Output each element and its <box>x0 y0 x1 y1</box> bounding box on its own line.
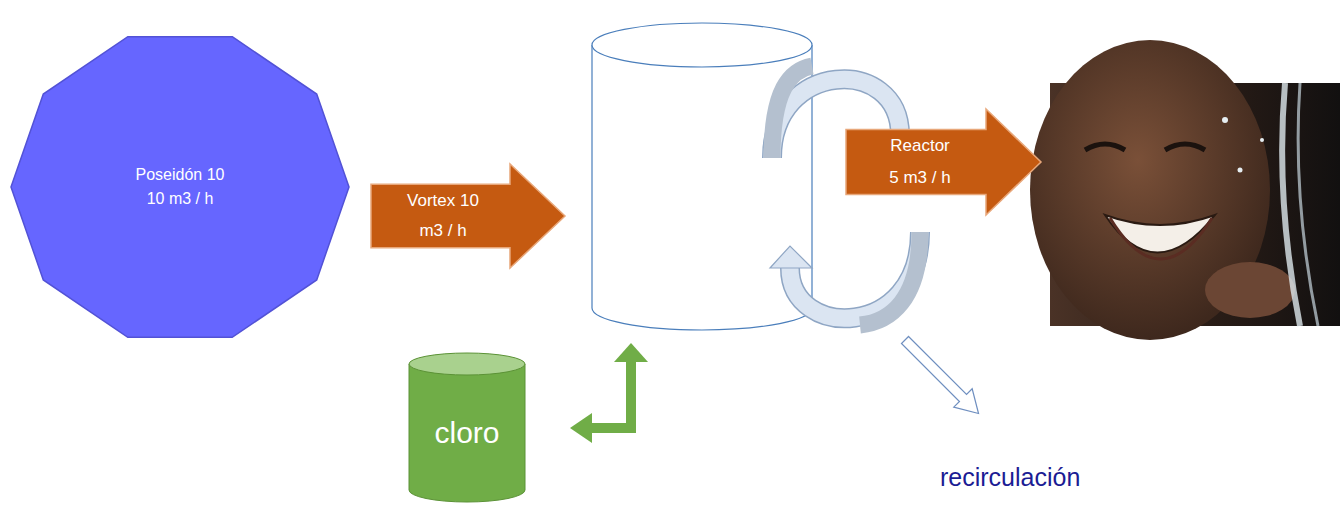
node-text: Reactor 5 m3 / h <box>884 130 956 194</box>
chlorine-feed-arrow <box>570 343 648 443</box>
flow-arrow: Reactor 5 m3 / h <box>845 108 1042 216</box>
text-area: Reactor 5 m3 / h <box>855 108 985 216</box>
flow-arrow: Vortex 10 m3 / h <box>370 163 566 269</box>
chlorine-tank: cloro <box>408 352 526 502</box>
text-area: Poseidón 1010 m3 / h <box>70 88 290 286</box>
node-text: cloro <box>434 415 499 451</box>
tank-cylinder <box>592 23 812 330</box>
decagon-outline <box>10 28 350 346</box>
text-area: cloro <box>412 378 522 488</box>
photo <box>1030 40 1340 340</box>
text-area: Vortex 10 m3 / h <box>376 163 510 269</box>
pump-decagon: Poseidón 1010 m3 / h <box>10 28 350 346</box>
recirculation-arrow <box>896 331 988 423</box>
arrow-outline <box>370 163 566 269</box>
node-text: 10 m3 / h <box>147 187 214 211</box>
node-text: Vortex 10 m3 / h <box>398 186 488 246</box>
node-text: Poseidón 10 <box>136 163 225 187</box>
arrow-outline <box>845 108 1042 216</box>
loop-arrows <box>770 66 922 325</box>
note-label: recirculación <box>940 463 1080 492</box>
